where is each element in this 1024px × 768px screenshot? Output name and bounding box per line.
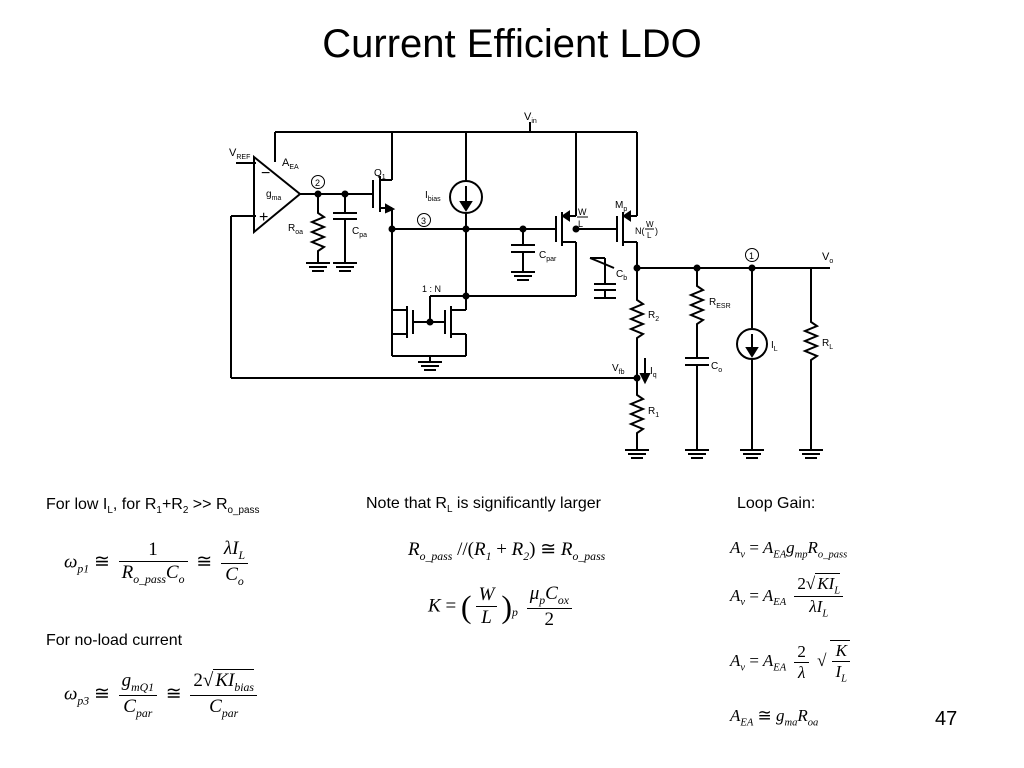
vin-rail [274, 122, 637, 162]
nwl-l-label: L [647, 231, 652, 240]
il-label: IL [771, 340, 778, 353]
equation-aea: AEA ≅ gmaRoa [730, 706, 819, 729]
node-3-label: 3 [421, 216, 426, 226]
caption-note: Note that RL is significantly larger [366, 495, 601, 516]
iq-label: Iq [650, 366, 657, 379]
rl-label: RL [822, 338, 833, 351]
co-capacitor [685, 357, 709, 459]
nwl-w-label: W [646, 220, 654, 229]
node-2-marker [311, 175, 325, 189]
amp-minus-sign: − [261, 165, 270, 182]
iq-arrow [639, 358, 651, 385]
co-label: Co [711, 361, 722, 374]
nwl-n-label: N( [635, 226, 645, 236]
wl-w-label: W [578, 207, 587, 217]
vref-label: VREF [229, 147, 250, 161]
wl-l-label: L [578, 219, 583, 229]
vin-label: Vin [524, 111, 537, 125]
error-amplifier [253, 154, 302, 235]
pmos-sense-transistor [555, 132, 577, 296]
cpar-capacitor [511, 229, 535, 281]
nwl-close-label: ) [655, 226, 658, 236]
resr-label: RESR [709, 297, 731, 310]
resr-resistor [688, 268, 706, 358]
gma-label: gma [266, 189, 281, 202]
cpa-label: Cpa [352, 226, 367, 239]
cpar-label: Cpar [539, 250, 557, 263]
equation-ro-pass: Ro_pass //(R1 + R2) ≅ Ro_pass [408, 539, 606, 563]
ldo-circuit-diagram: Vin VREF AEA − + gma 2 Roa Cpa Q1 [229, 111, 833, 459]
cb-label: Cb [616, 269, 627, 282]
ibias-current-source [449, 132, 483, 296]
equation-av-1: Av = AEAgmpRo_pass [730, 538, 848, 561]
ibias-label: Ibias [425, 190, 441, 203]
amp-plus-sign: + [259, 209, 268, 226]
node-3-marker [417, 213, 431, 227]
caption-no-load: For no-load current [46, 632, 183, 649]
mp-label: Mp [615, 200, 627, 213]
roa-label: Roa [288, 223, 303, 236]
rl-resistor [799, 268, 823, 459]
vfb-label: Vfb [612, 363, 625, 376]
cpa-capacitor [333, 194, 357, 272]
nmos-current-mirror [391, 229, 576, 371]
r2-resistor [628, 268, 646, 368]
roa-resistor [306, 194, 330, 272]
q1-transistor [372, 132, 396, 229]
il-current-source [736, 268, 768, 459]
node-2-label: 2 [315, 178, 320, 188]
slide-title: Current Efficient LDO [322, 22, 702, 66]
node-1-label: 1 [749, 251, 754, 261]
mirror-ratio-label: 1 : N [422, 284, 441, 294]
vo-label: Vo [822, 251, 833, 265]
r2-label: R2 [648, 310, 659, 323]
r1-resistor [625, 378, 649, 459]
r1-label: R1 [648, 406, 659, 419]
caption-loop-gain: Loop Gain: [737, 495, 816, 512]
aea-label: AEA [282, 157, 299, 171]
node-1-marker [745, 248, 759, 262]
page-number: 47 [935, 708, 958, 730]
q1-label: Q1 [374, 168, 386, 181]
caption-low-il: For low IL, for R1+R2 >> Ro_pass [46, 496, 260, 517]
mp-pass-transistor [576, 132, 638, 268]
